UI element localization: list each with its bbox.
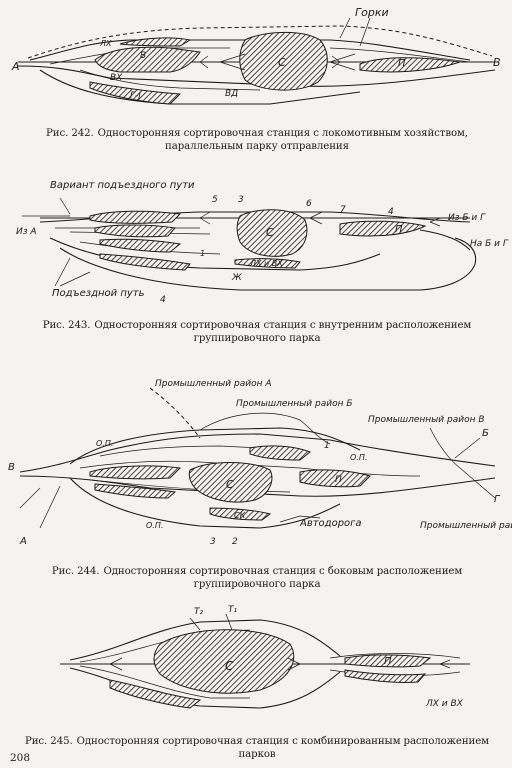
label-yard-c: С xyxy=(225,659,234,673)
label-op-2: О.П. xyxy=(350,453,367,462)
label-road: Автодорога xyxy=(299,518,362,529)
label-yard-lx: ЛХ xyxy=(99,39,112,48)
caption-245: Рис. 245.Односторонняя сортировочная ста… xyxy=(24,736,489,760)
label-n1: 1 xyxy=(324,441,330,451)
label-op-1: О.П. xyxy=(96,439,113,448)
diagram-242: Горки А В С П В ВХ Г-Ј ВД ЛХ xyxy=(11,6,501,105)
label-op-3: О.П. xyxy=(146,521,163,530)
figure-243: Вариант подъездного пути Подъездной путь… xyxy=(0,168,512,344)
label-t1: Т₁ xyxy=(228,605,237,615)
label-n3: 3 xyxy=(238,195,244,205)
label-end-g: Г xyxy=(494,494,501,505)
label-ind-a: Промышленный район А xyxy=(155,379,271,389)
figure-242: Горки А В С П В ВХ Г-Ј ВД ЛХ Рис. 242.Од… xyxy=(0,0,512,152)
page-number: 208 xyxy=(10,752,31,764)
label-yard-zh: Ж xyxy=(231,273,242,283)
label-access-road: Подъездной путь xyxy=(52,288,145,299)
figure-245: С П Т₂ Т₁ ЛХ и ВХ Рис. 245.Односторонняя… xyxy=(0,600,512,760)
label-ind-v: Промышленный район В xyxy=(368,415,485,425)
diagram-243: Вариант подъездного пути Подъездной путь… xyxy=(16,180,509,305)
label-yard-lxvx: ЛХ и ВХ xyxy=(249,259,283,268)
label-end-v: В xyxy=(493,56,501,69)
label-end-a: А xyxy=(11,60,20,73)
label-yard-bd: ВД xyxy=(225,89,238,99)
label-from-bg: Из Б и Г xyxy=(448,213,486,223)
label-end-v: В xyxy=(8,462,15,473)
label-yard-p: П xyxy=(398,58,406,69)
label-yard-p: П xyxy=(395,224,403,235)
label-yard-c: С xyxy=(278,56,286,69)
caption-244: Рис. 244.Односторонняя сортировочная ста… xyxy=(51,566,463,590)
label-n1: 1 xyxy=(200,249,205,258)
label-from-a: Из А xyxy=(16,227,37,237)
label-lxvx: ЛХ и ВХ xyxy=(425,699,464,709)
label-yard-sk: СК xyxy=(234,511,246,520)
caption-243: Рис. 243.Односторонняя сортировочная ста… xyxy=(42,320,472,344)
label-yard-vh: ВХ xyxy=(110,73,123,83)
label-yard-b: В xyxy=(140,51,146,61)
label-to-bg: На Б и Г xyxy=(470,239,509,249)
label-variant: Вариант подъездного пути xyxy=(50,180,195,191)
diagram-244: Промышленный район А Промышленный район … xyxy=(8,379,512,547)
label-n4: 4 xyxy=(388,207,394,217)
label-t2: Т₂ xyxy=(194,607,203,617)
label-end-a: А xyxy=(19,536,27,547)
label-ind-g: Промышленный район Г xyxy=(420,521,512,531)
label-n7: 7 xyxy=(340,205,346,215)
diagram-245: С П Т₂ Т₁ ЛХ и ВХ xyxy=(60,605,470,709)
label-n6: 6 xyxy=(306,199,312,209)
label-yard-p: П xyxy=(335,475,342,485)
label-ind-b: Промышленный район Б xyxy=(236,399,353,409)
figure-244: Промышленный район А Промышленный район … xyxy=(0,368,512,590)
label-end-b: Б xyxy=(482,428,489,439)
label-n2: 2 xyxy=(232,537,238,547)
label-n4-bottom: 4 xyxy=(160,295,166,305)
label-humps: Горки xyxy=(355,6,389,19)
label-yard-c: С xyxy=(226,478,234,491)
label-yard-p: П xyxy=(384,656,392,667)
label-yard-c: С xyxy=(266,226,274,239)
caption-242: Рис. 242.Односторонняя сортировочная ста… xyxy=(46,128,468,152)
label-n5: 5 xyxy=(212,195,218,205)
label-n3: 3 xyxy=(210,537,216,547)
label-yard-gl: Г-Ј xyxy=(130,91,141,101)
